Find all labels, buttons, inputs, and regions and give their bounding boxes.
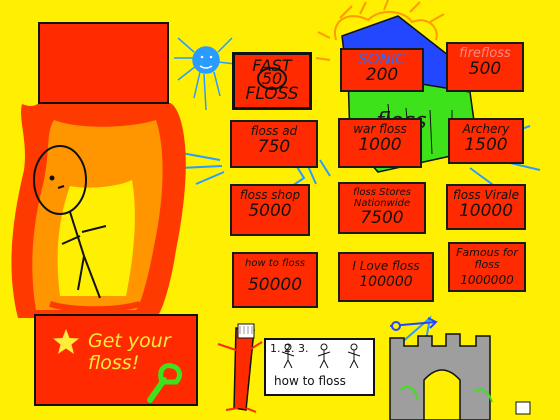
get-floss-button[interactable]: Get your floss! [34, 314, 198, 406]
floss-ad-name: floss ad [250, 124, 298, 138]
sonic-price: 200 [365, 65, 399, 85]
archery-name: Archery [462, 122, 510, 136]
fast-floss-badge: 50 [256, 67, 288, 90]
floss-viral-button[interactable]: floss Virale 10000 [446, 184, 526, 230]
war-floss-price: 1000 [358, 135, 402, 155]
get-floss-label: Get your floss! [88, 330, 171, 374]
famous-price: 1000000 [460, 273, 514, 287]
war-floss-button[interactable]: war floss 1000 [338, 118, 422, 168]
flame-icon [11, 102, 186, 319]
floss-ad-button[interactable]: floss ad 750 [230, 120, 318, 168]
floss-viral-price: 10000 [458, 201, 514, 221]
floss-stores-price: 7500 [360, 208, 404, 228]
small-white-square [515, 401, 531, 415]
firefloss-price: 500 [468, 59, 502, 79]
archery-price: 1500 [464, 135, 508, 155]
how-to-floss-price: 50000 [247, 275, 303, 295]
floss-count-display [38, 22, 169, 104]
how-to-floss-button[interactable]: how to floss 50000 [232, 252, 318, 308]
floss-shop-button[interactable]: floss shop 5000 [230, 184, 310, 236]
war-floss-name: war floss [353, 122, 407, 136]
fast-floss-line1: FAST 50 [252, 56, 292, 90]
toothbrush-icon [217, 323, 263, 413]
i-love-floss-price: 100000 [359, 274, 413, 290]
famous-name: Famous for floss [456, 246, 518, 271]
how-to-caption: how to floss [274, 374, 346, 388]
spider-icon [174, 37, 237, 111]
arrow-icon [389, 317, 438, 331]
floss-ad-price: 750 [257, 137, 291, 157]
how-to-floss-card[interactable]: 1. 2. 3. how to floss [264, 338, 375, 396]
floss-shop-price: 5000 [248, 201, 292, 221]
star-icon [53, 329, 79, 354]
famous-button[interactable]: Famous for floss 1000000 [448, 242, 526, 292]
floss-shop-name: floss shop [239, 188, 301, 202]
floss-stores-name: floss Stores Nationwide [352, 187, 412, 209]
how-to-steps: 1. 2. 3. [270, 342, 309, 355]
fast-floss-button[interactable]: FAST 50 FLOSS [232, 52, 312, 110]
sonic-name: SONIC [358, 50, 406, 68]
i-love-floss-name: I Love floss [352, 259, 420, 273]
how-to-floss-name: how to floss [244, 258, 306, 269]
sun-rays [315, 0, 445, 61]
floss-dance-figures [281, 343, 361, 369]
firefloss-name: firefloss [459, 46, 511, 61]
floss-viral-name: floss Virale [453, 188, 519, 202]
floss-stores-button[interactable]: floss Stores Nationwide 7500 [338, 182, 426, 234]
fast-floss-line2: FLOSS [245, 84, 299, 104]
i-love-floss-button[interactable]: I Love floss 100000 [338, 252, 434, 302]
castle-icon [389, 333, 493, 420]
stick-figure [33, 145, 107, 299]
archery-button[interactable]: Archery 1500 [448, 118, 524, 164]
firefloss-button[interactable]: firefloss 500 [446, 42, 524, 92]
floss-pick-icon [147, 363, 182, 403]
sonic-button[interactable]: SONIC 200 [340, 48, 424, 92]
